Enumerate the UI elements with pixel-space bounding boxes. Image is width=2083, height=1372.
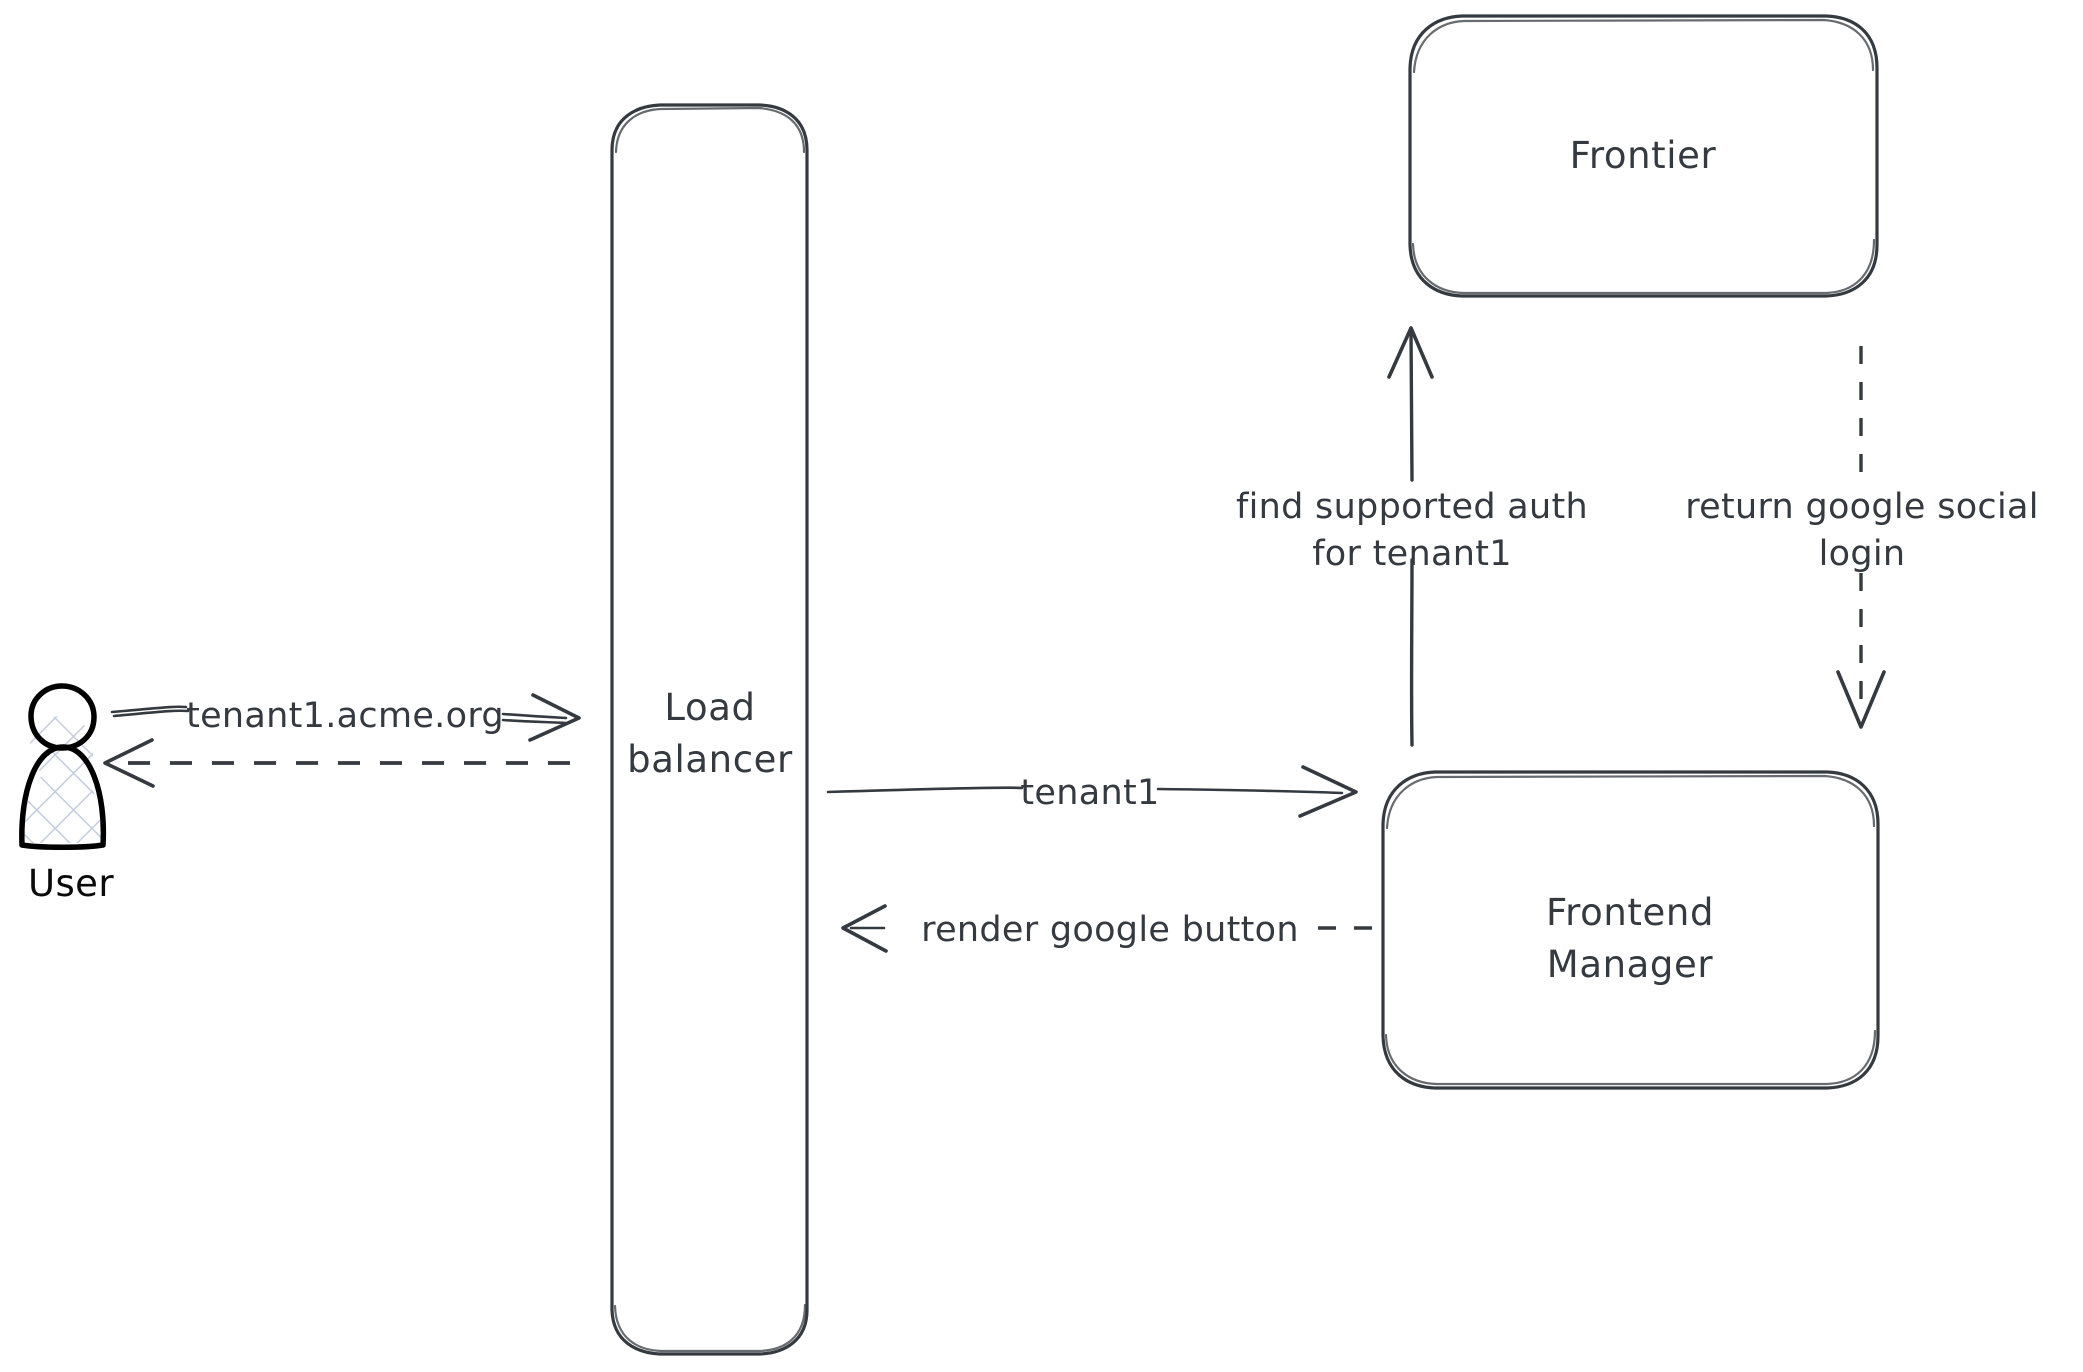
load-balancer-label-line2: balancer xyxy=(627,738,793,781)
node-frontend-manager[interactable]: Frontend Manager xyxy=(1381,770,1880,1090)
node-load-balancer[interactable]: Load balancer xyxy=(610,103,809,1356)
edge-label-tenant1: tenant1 xyxy=(1020,773,1159,813)
edge-load-balancer-to-frontend-manager[interactable]: tenant1 xyxy=(826,765,1358,818)
frontier-label: Frontier xyxy=(1570,134,1717,177)
edge-load-balancer-to-user[interactable] xyxy=(103,738,570,788)
edge-frontend-manager-to-frontier[interactable]: find supported auth for tenant1 xyxy=(1236,326,1588,747)
arrowhead-left-lb-user xyxy=(103,738,155,788)
arrowhead-left-fm-lb xyxy=(841,904,888,953)
arrowhead-right-user-lb xyxy=(528,693,581,742)
edge-label-find-supported-auth-line1: find supported auth xyxy=(1236,487,1588,527)
node-user[interactable]: User xyxy=(19,683,114,905)
arrowhead-right-lb-fm xyxy=(1298,765,1358,818)
edge-label-return-google-social-line2: login xyxy=(1819,534,1906,574)
user-label: User xyxy=(28,862,114,905)
edge-user-to-load-balancer[interactable]: tenant1.acme.org xyxy=(110,693,581,742)
node-frontier[interactable]: Frontier xyxy=(1408,14,1879,298)
load-balancer-label-line1: Load xyxy=(664,686,755,729)
frontend-manager-label-line1: Frontend xyxy=(1546,891,1714,934)
user-actor-icon xyxy=(19,683,107,850)
edge-label-tenant1-acme-org: tenant1.acme.org xyxy=(186,696,504,736)
edge-label-render-google-button: render google button xyxy=(921,910,1299,950)
edge-label-find-supported-auth-line2: for tenant1 xyxy=(1312,534,1512,574)
arrowhead-down-frontier-fm xyxy=(1836,670,1886,729)
edge-frontier-to-frontend-manager[interactable]: return google social login xyxy=(1685,346,2039,729)
edge-frontend-manager-to-load-balancer[interactable]: render google button xyxy=(841,904,1372,953)
edge-label-return-google-social-line1: return google social xyxy=(1685,487,2039,527)
frontend-manager-label-line2: Manager xyxy=(1547,943,1714,986)
arrowhead-up-fm-frontier xyxy=(1387,326,1434,379)
